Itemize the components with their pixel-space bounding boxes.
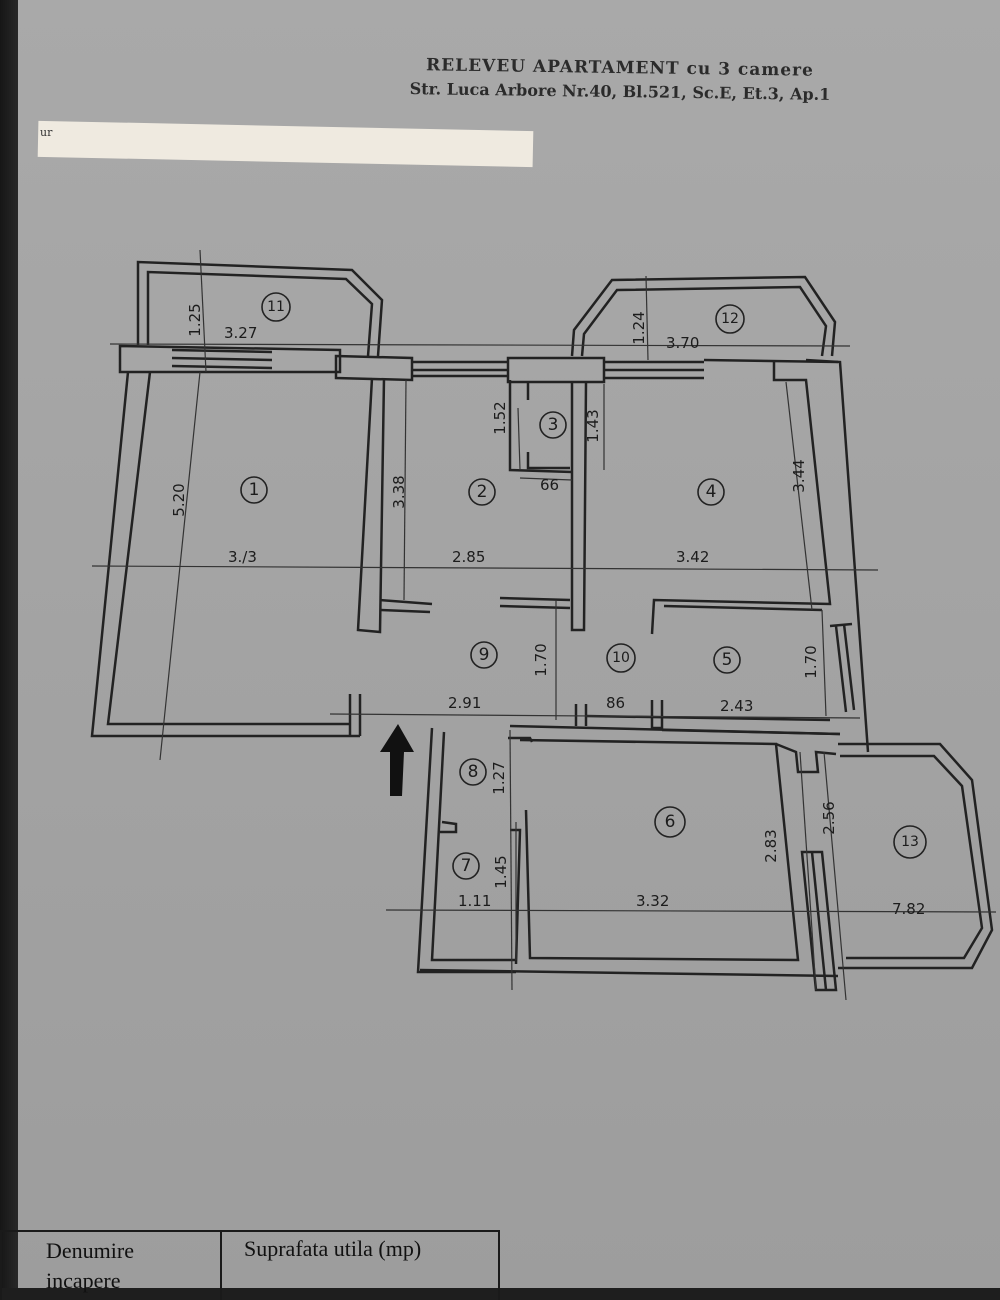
walls [90, 260, 994, 992]
svg-text:8: 8 [468, 762, 479, 782]
room-label-6: 6 [654, 806, 686, 838]
svg-text:6: 6 [665, 812, 676, 832]
svg-text:9: 9 [479, 645, 490, 665]
dim-3-42: 3.42 [676, 548, 709, 566]
svg-text:7: 7 [461, 856, 472, 876]
room-label-11: 11 [261, 292, 291, 322]
svg-text:2: 2 [477, 482, 488, 502]
corner-fragment: ur [40, 126, 53, 139]
dim-5-20: 5.20 [170, 483, 188, 516]
entrance-arrow-icon [380, 724, 414, 796]
table-header-room-name: Denumire incapere [0, 1230, 222, 1300]
dim-1-11: 1.11 [458, 892, 491, 910]
svg-text:5: 5 [722, 650, 733, 670]
dim-3-27: 3.27 [224, 324, 257, 342]
dim-66: 66 [540, 476, 559, 494]
dim-3-70: 3.70 [666, 334, 699, 352]
dimension-lines [91, 249, 997, 1001]
room-label-7: 7 [452, 852, 480, 880]
room-label-3: 3 [539, 411, 567, 439]
room-label-13: 13 [893, 825, 927, 859]
svg-text:3: 3 [548, 415, 559, 435]
dim-7-82: 7.82 [892, 900, 925, 918]
dim-1-27: 1.27 [490, 761, 508, 794]
room-label-12: 12 [715, 304, 745, 334]
room-label-10: 10 [606, 643, 636, 673]
svg-text:12: 12 [721, 311, 739, 327]
dim-2-43: 2.43 [720, 697, 753, 715]
table-header-useful-area: Suprafata utila (mp) [220, 1230, 500, 1300]
dim-1-45: 1.45 [492, 855, 510, 888]
room-label-5: 5 [713, 646, 741, 674]
dim-2-83: 2.83 [762, 829, 780, 862]
dim-2-91: 2.91 [448, 694, 481, 712]
dim-3-38: 3.38 [390, 475, 408, 508]
dim-2-85: 2.85 [452, 548, 485, 566]
dim-1-43: 1.43 [584, 409, 602, 442]
room-label-1: 1 [240, 476, 268, 504]
dim-2-56: 2.56 [820, 801, 838, 834]
room-label-2: 2 [468, 478, 496, 506]
dimension-labels: 1.25 3.27 1.24 3.70 1.52 1.43 5.20 3.38 … [170, 303, 925, 918]
svg-text:11: 11 [267, 299, 285, 315]
svg-text:10: 10 [612, 650, 630, 666]
dim-3-44: 3.44 [790, 459, 808, 492]
dim-1-70b: 1.70 [802, 645, 820, 678]
room-labels: 1 2 3 4 5 6 7 8 9 10 11 12 13 [240, 292, 927, 880]
dim-1-70a: 1.70 [532, 643, 550, 676]
room-label-4: 4 [697, 478, 725, 506]
dim-3-32: 3.32 [636, 892, 669, 910]
svg-text:4: 4 [706, 482, 717, 502]
svg-text:1: 1 [249, 480, 260, 500]
room-label-8: 8 [459, 758, 487, 786]
paper-sheet [18, 0, 1000, 1288]
dim-3-13: 3./3 [228, 548, 257, 566]
dim-1-24: 1.24 [630, 311, 648, 344]
room-label-9: 9 [470, 641, 498, 669]
dim-1-52: 1.52 [491, 401, 509, 434]
dim-1-25: 1.25 [186, 303, 204, 336]
dim-86: 86 [606, 694, 625, 712]
surface-table: Denumire incapere Suprafata utila (mp) [0, 1218, 1000, 1300]
svg-text:13: 13 [901, 834, 919, 850]
